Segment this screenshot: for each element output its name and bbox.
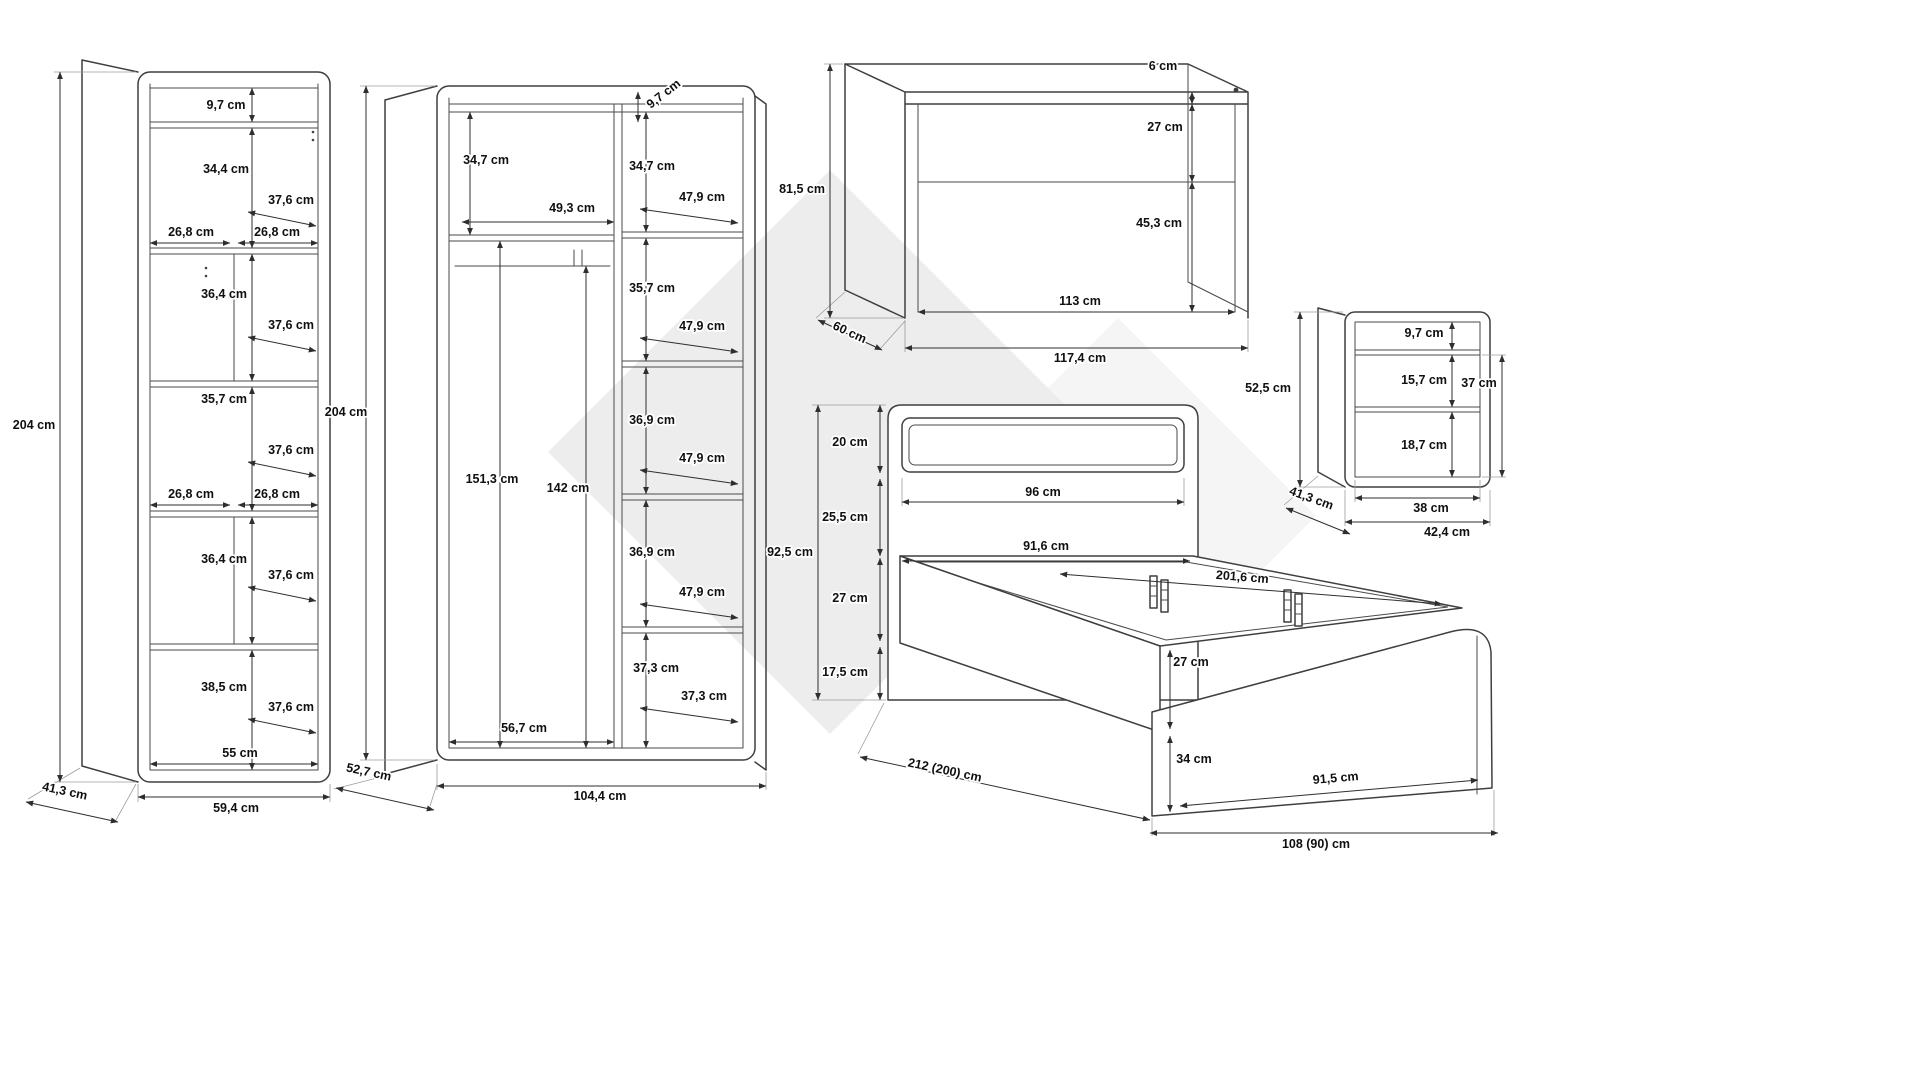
desk-height-label: 81,5 cm <box>779 182 825 196</box>
wardrobe-left-height-label: 151,3 cm <box>466 472 519 486</box>
shelf-depth3-label: 37,6 cm <box>268 443 314 457</box>
wardrobe-top-section-label: 9,7 cm <box>644 76 683 111</box>
bed-h1-label: 20 cm <box>832 435 867 449</box>
desk-inner-width-label: 113 cm <box>1059 294 1101 308</box>
bed-headboard-height-label: 92,5 cm <box>767 545 813 559</box>
wardrobe-total-height-label: 204 cm <box>325 405 367 419</box>
desk-top-thickness-label: 6 cm <box>1149 59 1178 73</box>
bed-h2-label: 25,5 cm <box>822 510 868 524</box>
nightstand-total-width-label: 42,4 cm <box>1424 525 1470 539</box>
nightstand: 52,5 cm 9,7 cm 15,7 cm 18,7 cm 37 cm 38 … <box>1243 307 1506 541</box>
desk-outline <box>844 63 1249 319</box>
wardrobe-r1-label: 34,7 cm <box>629 159 675 173</box>
wardrobe-rd1-label: 47,9 cm <box>679 190 725 204</box>
bed-rail-height-label: 27 cm <box>1173 655 1208 669</box>
desk-dimensions: 81,5 cm 6 cm 27 cm 45,3 cm 113 cm 117,4 … <box>777 57 1249 367</box>
nightstand-height-label: 52,5 cm <box>1245 381 1291 395</box>
shelf-section2-label: 36,4 cm <box>201 287 247 301</box>
bed-total-width-label: 108 (90) cm <box>1282 837 1350 851</box>
nightstand-outline <box>1317 307 1491 488</box>
wardrobe-rd2-label: 47,9 cm <box>679 319 725 333</box>
wardrobe-outline <box>384 85 767 775</box>
shelf-depth-label: 41,3 cm <box>41 779 89 802</box>
nightstand-top-section-label: 9,7 cm <box>1405 326 1444 340</box>
bed-h3-label: 27 cm <box>832 591 867 605</box>
shelf-unit: 204 cm 9,7 cm 34,4 cm 37,6 cm 26,8 cm 26… <box>11 59 331 824</box>
shelf-depth1-label: 37,6 cm <box>268 193 314 207</box>
wardrobe-left-width-label: 56,7 cm <box>501 721 547 735</box>
shelf-unit-dimensions: 204 cm 9,7 cm 34,4 cm 37,6 cm 26,8 cm 26… <box>11 71 331 824</box>
bed: 92,5 cm 20 cm 25,5 cm 27 cm 17,5 cm 96 c… <box>765 404 1499 853</box>
shelf-unit-outline <box>81 59 331 783</box>
shelf-half1b-label: 26,8 cm <box>254 225 300 239</box>
shelf-total-width-label: 59,4 cm <box>213 801 259 815</box>
shelf-inner-width-label: 55 cm <box>222 746 257 760</box>
desk-total-width-label: 117,4 cm <box>1054 351 1106 365</box>
desk-clearance-label: 45,3 cm <box>1136 216 1182 230</box>
bed-footboard <box>1151 628 1493 817</box>
bed-total-length-label: 212 (200) cm <box>907 755 983 784</box>
shelf-section3-label: 35,7 cm <box>201 392 247 406</box>
shelf-total-height-label: 204 cm <box>13 418 55 432</box>
wardrobe-r4-label: 36,9 cm <box>629 545 675 559</box>
nightstand-s2-label: 18,7 cm <box>1401 438 1447 452</box>
bed-dimensions: 92,5 cm 20 cm 25,5 cm 27 cm 17,5 cm 96 c… <box>765 404 1499 853</box>
bed-inner-length-label: 201,6 cm <box>1215 568 1269 586</box>
wardrobe-left-top-label: 34,7 cm <box>463 153 509 167</box>
wardrobe-rod-width-label: 49,3 cm <box>549 201 595 215</box>
bed-headboard-width-label: 96 cm <box>1025 485 1060 499</box>
wardrobe-rod-height-label: 142 cm <box>547 481 589 495</box>
bed-footboard-inner-width-label: 91,5 cm <box>1312 769 1359 787</box>
wardrobe-dimensions: 204 cm 9,7 cm 34,7 cm 49,3 cm 151,3 cm 1… <box>323 75 767 812</box>
wardrobe-right-width-label: 37,3 cm <box>681 689 727 703</box>
shelf-section4-label: 36,4 cm <box>201 552 247 566</box>
wardrobe-rd3-label: 47,9 cm <box>679 451 725 465</box>
shelf-half1a-label: 26,8 cm <box>168 225 214 239</box>
shelf-section5-label: 38,5 cm <box>201 680 247 694</box>
wardrobe-rd4-label: 47,9 cm <box>679 585 725 599</box>
desk-apron-height-label: 27 cm <box>1147 120 1182 134</box>
wardrobe-total-width-label: 104,4 cm <box>574 789 627 803</box>
shelf-top-section-label: 9,7 cm <box>207 98 246 112</box>
desk: 81,5 cm 6 cm 27 cm 45,3 cm 113 cm 117,4 … <box>777 57 1249 367</box>
wardrobe-r3-label: 36,9 cm <box>629 413 675 427</box>
wardrobe-r5-label: 37,3 cm <box>633 661 679 675</box>
shelf-section1-label: 34,4 cm <box>203 162 249 176</box>
nightstand-dimensions: 52,5 cm 9,7 cm 15,7 cm 18,7 cm 37 cm 38 … <box>1243 311 1506 541</box>
bed-inner-width-label: 91,6 cm <box>1023 539 1069 553</box>
desk-grommet-dot <box>1233 87 1239 93</box>
wardrobe: 204 cm 9,7 cm 34,7 cm 49,3 cm 151,3 cm 1… <box>323 75 767 812</box>
shelf-half2b-label: 26,8 cm <box>254 487 300 501</box>
wardrobe-r2-label: 35,7 cm <box>629 281 675 295</box>
shelf-depth5-label: 37,6 cm <box>268 700 314 714</box>
shelf-half2a-label: 26,8 cm <box>168 487 214 501</box>
nightstand-inner-height-label: 37 cm <box>1461 376 1496 390</box>
nightstand-s1-label: 15,7 cm <box>1401 373 1447 387</box>
nightstand-inner-width-label: 38 cm <box>1413 501 1448 515</box>
bed-h4-label: 17,5 cm <box>822 665 868 679</box>
shelf-depth2-label: 37,6 cm <box>268 318 314 332</box>
shelf-depth4-label: 37,6 cm <box>268 568 314 582</box>
bed-footboard-height-label: 34 cm <box>1176 752 1211 766</box>
